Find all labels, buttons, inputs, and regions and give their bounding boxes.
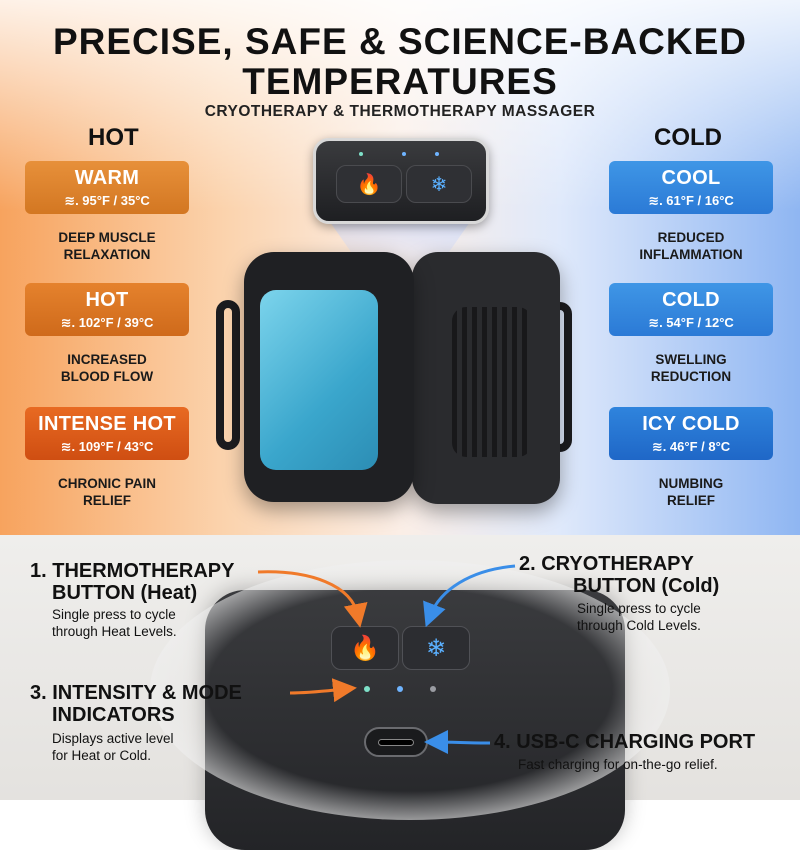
level-temp: ≋. 54°F / 12°C (648, 315, 734, 330)
indicator-led (402, 152, 406, 156)
level-name: COOL (661, 167, 721, 189)
cold-level-icy-benefit: NUMBING RELIEF (609, 475, 773, 509)
level-name: ICY COLD (642, 413, 740, 435)
hot-level-hot-tile: HOT ≋. 102°F / 39°C (25, 283, 189, 336)
cold-level-cool-tile: COOL ≋. 61°F / 16°C (609, 161, 773, 214)
strap-left (216, 300, 240, 450)
subtitle: CRYOTHERAPY & THERMOTHERAPY MASSAGER (204, 103, 596, 120)
benefit-line: DEEP MUSCLE (58, 230, 156, 245)
callout-1-title: 1. THERMOTHERAPY BUTTON (Heat) (30, 560, 234, 604)
cold-level-cool-benefit: REDUCED INFLAMMATION (609, 229, 773, 263)
vignette (150, 560, 670, 820)
thermal-pad (260, 290, 378, 470)
cryotherapy-button[interactable]: ❄ (402, 626, 470, 670)
callout-desc-line: through Cold Levels. (577, 618, 701, 633)
benefit-line: INCREASED (67, 352, 147, 367)
benefit-line: RELIEF (666, 493, 715, 508)
cold-level-cold-benefit: SWELLING REDUCTION (609, 351, 773, 385)
callout-desc-line: Displays active level (52, 731, 174, 746)
flame-icon: 🔥 (350, 634, 380, 662)
callout-4-title: 4. USB-C CHARGING PORT (494, 731, 756, 753)
callout-title-line: INDICATORS (52, 704, 175, 726)
callout-desc-line: Single press to cycle (577, 601, 701, 616)
callout-title-line: BUTTON (Heat) (52, 582, 198, 604)
device-back-view (412, 252, 560, 504)
benefit-line: SWELLING (655, 352, 727, 367)
callout-2-title: 2. CRYOTHERAPY BUTTON (Cold) (519, 553, 719, 597)
callout-desc-line: through Heat Levels. (52, 624, 177, 639)
callout-desc-line: for Heat or Cold. (52, 748, 152, 763)
level-temp: ≋. 61°F / 16°C (648, 193, 734, 208)
level-temp: ≋. 46°F / 8°C (651, 439, 731, 454)
usb-c-slot (378, 739, 414, 746)
snowflake-icon: ❄ (425, 634, 447, 662)
level-name: HOT (85, 289, 129, 311)
callout-title-line: 1. THERMOTHERAPY (30, 560, 235, 582)
cold-heading: COLD (654, 124, 722, 151)
level-temp: ≋. 95°F / 35°C (64, 193, 150, 208)
callout-1-desc: Single press to cycle through Heat Level… (52, 606, 177, 640)
level-temp: ≋. 109°F / 43°C (60, 439, 154, 454)
benefit-line: RELAXATION (63, 247, 151, 262)
cold-level-icy-tile: ICY COLD ≋. 46°F / 8°C (609, 407, 773, 460)
callout-title-line: 2. CRYOTHERAPY (519, 553, 694, 575)
hot-level-intense-benefit: CHRONIC PAIN RELIEF (25, 475, 189, 509)
hot-level-hot-benefit: INCREASED BLOOD FLOW (25, 351, 189, 385)
title-line1: PRECISE, SAFE & SCIENCE-BACKED (52, 21, 748, 62)
cold-level-cold-tile: COLD ≋. 54°F / 12°C (609, 283, 773, 336)
callout-2-desc: Single press to cycle through Cold Level… (577, 600, 701, 634)
callout-title-line: 3. INTENSITY & MODE (30, 682, 242, 704)
benefit-line: CHRONIC PAIN (57, 476, 156, 491)
callout-3-desc: Displays active level for Heat or Cold. (52, 730, 174, 764)
indicator-led-1 (364, 686, 370, 692)
callout-3-title: 3. INTENSITY & MODE INDICATORS (30, 682, 242, 726)
snowflake-icon: ❄ (406, 165, 472, 203)
callout-desc-line: Single press to cycle (52, 607, 176, 622)
indicator-led-3 (430, 686, 436, 692)
hot-level-intense-tile: INTENSE HOT ≋. 109°F / 43°C (25, 407, 189, 460)
benefit-line: RELIEF (82, 493, 131, 508)
control-zoom-inset: 🔥 ❄ (313, 138, 489, 224)
flame-icon: 🔥 (336, 165, 402, 203)
indicator-led-2 (397, 686, 403, 692)
benefit-line: BLOOD FLOW (60, 369, 154, 384)
usb-c-port (364, 727, 428, 757)
title-line2: TEMPERATURES (242, 61, 558, 102)
benefit-line: REDUCED (657, 230, 725, 245)
level-name: WARM (74, 167, 140, 189)
level-name: INTENSE HOT (38, 413, 176, 435)
hot-heading: HOT (88, 124, 139, 151)
device-front-view (244, 252, 414, 502)
callout-title-line: BUTTON (Cold) (573, 575, 720, 597)
indicator-led (435, 152, 439, 156)
benefit-line: NUMBING (658, 476, 724, 491)
hot-level-warm-benefit: DEEP MUSCLE RELAXATION (25, 229, 189, 263)
hot-level-warm-tile: WARM ≋. 95°F / 35°C (25, 161, 189, 214)
thermotherapy-button[interactable]: 🔥 (331, 626, 399, 670)
vent-grille (452, 307, 532, 457)
benefit-line: INFLAMMATION (639, 247, 743, 262)
indicator-led (359, 152, 363, 156)
level-temp: ≋. 102°F / 39°C (60, 315, 154, 330)
callout-4-desc: Fast charging for on-the-go relief. (518, 757, 718, 772)
level-name: COLD (662, 289, 720, 311)
benefit-line: REDUCTION (650, 369, 732, 384)
